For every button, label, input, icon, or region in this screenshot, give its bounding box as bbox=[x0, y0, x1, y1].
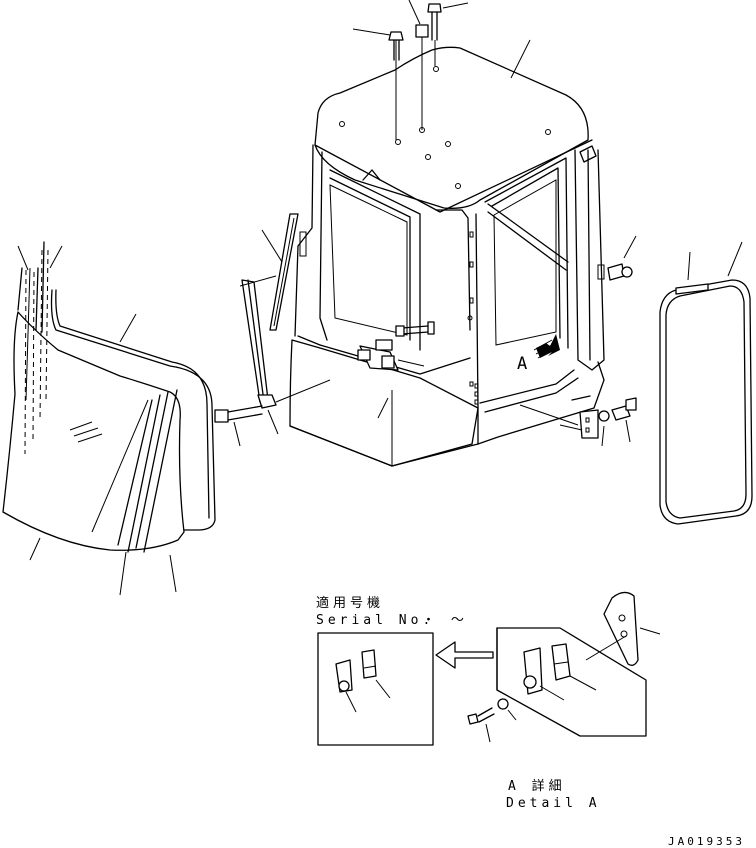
drawing-number: JA019353 bbox=[668, 835, 745, 848]
serial-label-en: Serial No. bbox=[316, 613, 435, 628]
rear-window bbox=[659, 241, 753, 525]
serial-label-jp: 適用号機 bbox=[316, 596, 385, 611]
detail-boxes bbox=[317, 591, 661, 746]
serial-range: ・ ～ bbox=[422, 613, 468, 628]
detail-label-jp: A 詳細 bbox=[508, 779, 566, 794]
detail-label-en: Detail A bbox=[506, 796, 601, 811]
top-bolts bbox=[352, 0, 531, 140]
view-arrow-a bbox=[533, 334, 560, 359]
door-lock-parts bbox=[357, 321, 435, 419]
cab-body bbox=[289, 46, 605, 467]
view-arrow-label: A bbox=[517, 354, 532, 374]
hollow-arrow bbox=[435, 641, 494, 669]
rear-brackets bbox=[519, 235, 637, 447]
wiper-assembly bbox=[214, 213, 331, 447]
front-glass-assembly bbox=[2, 241, 216, 596]
cab-roof bbox=[314, 46, 589, 209]
